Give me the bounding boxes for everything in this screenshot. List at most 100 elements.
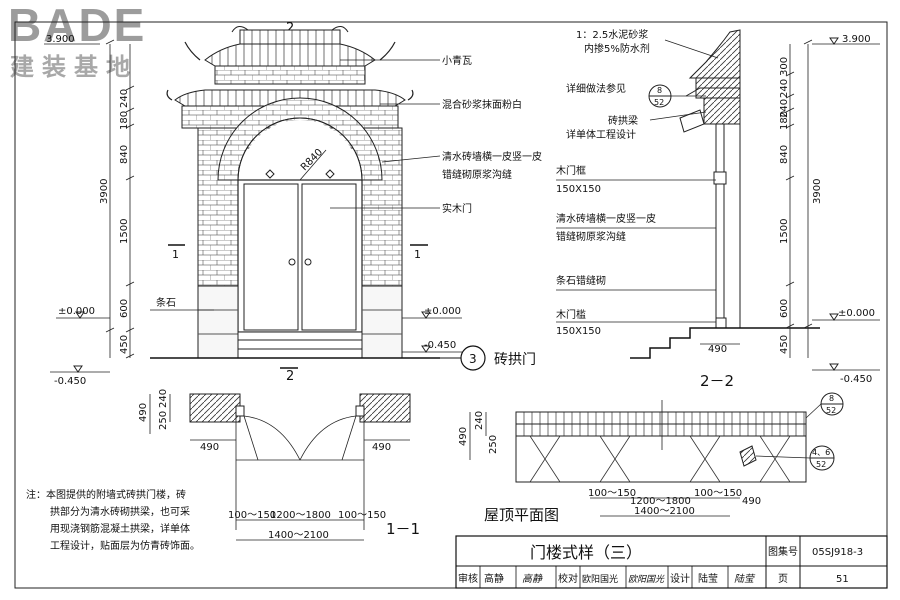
label-brick-wall-1: 清水砖墙横一皮竖一皮 <box>442 150 542 163</box>
dim-300-right: 300 <box>779 57 790 76</box>
atlas-label: 图集号 <box>768 545 798 558</box>
level-ground-left: -0.450 <box>54 376 86 387</box>
review-signature: 高静 <box>522 573 543 585</box>
label-mortar-1: 1：2.5水泥砂浆 <box>576 28 648 41</box>
page-label: 页 <box>778 573 788 585</box>
label-solid-door: 实木门 <box>442 202 472 215</box>
note-line-3: 用现浇钢筋混凝土拱梁，详单体 <box>50 522 190 535</box>
roof-dim-490: 490 <box>458 427 469 446</box>
section-line-right: 1 <box>414 248 421 261</box>
ref-s22-top: 8 <box>657 86 662 95</box>
label-door-frame-size: 150X150 <box>556 184 601 195</box>
design-signature: 陆莹 <box>734 573 756 585</box>
label-arch-beam: 砖拱梁 <box>608 114 638 127</box>
roof-dim-490r: 490 <box>742 496 761 507</box>
check-name: 欧阳国光 <box>582 573 618 585</box>
roof-ref2-bottom: 52 <box>816 460 826 469</box>
dim-840-right: 840 <box>779 145 790 164</box>
label-door-frame: 木门框 <box>556 164 586 177</box>
roof-dim-1200: 1200～1800 <box>630 496 691 507</box>
title-block: 门楼式样（三） 图集号 05SJ918-3 审核 高静 高静 校对 欧阳国光 欧… <box>455 535 888 589</box>
level-ground-s22: -0.450 <box>840 374 872 385</box>
detail-title: 砖拱门 <box>494 352 536 368</box>
plan-dim-100b: 100～150 <box>338 510 386 521</box>
label-plaster: 混合砂浆抹面粉白 <box>442 98 522 111</box>
plan-dim-100a: 100～150 <box>228 510 276 521</box>
label-brick-wall-2: 错缝砌原浆沟缝 <box>442 168 512 181</box>
roof-plan-title: 屋顶平面图 <box>484 506 559 524</box>
plan-dim-490: 490 <box>138 403 149 422</box>
dim-3900-left: 3900 <box>99 179 110 204</box>
section-2-2-drawing: 300 240 240 180 840 3900 1500 600 450 3.… <box>556 28 880 390</box>
dim-840-left: 840 <box>119 145 130 164</box>
page-number: 51 <box>836 574 849 585</box>
level-zero-s22: ±0.000 <box>838 308 875 319</box>
label-sill-size: 150X150 <box>556 326 601 337</box>
roof-plan-drawing: 490 240 250 8 52 4、6 52 100～150 1200～180… <box>458 392 844 524</box>
label-arch-beam-2: 详单体工程设计 <box>566 128 636 141</box>
label-s22-stone: 条石错缝砌 <box>556 274 606 287</box>
roof-dim-240: 240 <box>474 411 485 430</box>
dim-180-right: 180 <box>779 111 790 130</box>
roof-ref1-top: 8 <box>829 394 834 403</box>
section-line-left: 1 <box>172 248 179 261</box>
detail-number: 3 <box>469 352 477 366</box>
dim-240a-right: 240 <box>779 79 790 98</box>
label-sill: 木门槛 <box>556 308 586 321</box>
roof-dim-100b: 100～150 <box>694 488 742 499</box>
dim-450-left: 450 <box>119 335 130 354</box>
note-block: 注：本图提供的附墙式砖拱门楼，砖 拱部分为清水砖砌拱梁，也可采 用现浇钢筋混凝土… <box>26 488 200 552</box>
label-stone: 条石 <box>156 296 176 309</box>
dim-600-right: 600 <box>779 299 790 318</box>
label-see-detail: 详细做法参见 <box>566 82 626 95</box>
ref-s22-bottom: 52 <box>654 98 664 107</box>
dim-240b-right: 240 <box>779 99 790 118</box>
roof-dim-100a: 100～150 <box>588 488 636 499</box>
plan-dim-240: 240 <box>158 389 169 408</box>
roof-dim-1400: 1400～2100 <box>634 506 695 517</box>
design-name: 陆莹 <box>698 572 718 585</box>
level-top-s22: 3.900 <box>842 34 871 45</box>
level-top-left: 3.900 <box>46 34 75 45</box>
elevation-drawing: 2 2 R840 <box>44 21 542 387</box>
dim-450-right: 450 <box>779 335 790 354</box>
plan-1-1-title: 1－1 <box>386 520 420 538</box>
check-signature: 欧阳国光 <box>628 574 665 585</box>
label-mortar-2: 内掺5%防水剂 <box>584 42 650 55</box>
watermark-brand: BADE <box>8 0 147 51</box>
section-mark-bottom: 2 <box>286 369 294 384</box>
level-ground-right: -0.450 <box>424 340 456 351</box>
plan-width-490-right: 490 <box>372 442 391 453</box>
roof-ref1-bottom: 52 <box>826 406 836 415</box>
review-label: 审核 <box>458 572 478 585</box>
section-mark-top: 2 <box>286 21 294 36</box>
dim-240-left: 240 <box>119 89 130 108</box>
dim-600-left: 600 <box>119 299 130 318</box>
roof-ref2-top: 4、6 <box>812 448 830 457</box>
dim-3900-right: 3900 <box>812 179 823 204</box>
review-name: 高静 <box>484 572 504 585</box>
dim-490-s22: 490 <box>708 344 727 355</box>
note-line-2: 拱部分为清水砖砌拱梁，也可采 <box>50 505 190 518</box>
design-label: 设计 <box>670 572 690 585</box>
plan-dim-1200: 1200～1800 <box>270 510 331 521</box>
plan-dim-1400: 1400～2100 <box>268 530 329 541</box>
plan-width-490-left: 490 <box>200 442 219 453</box>
plan-dim-250: 250 <box>158 411 169 430</box>
label-s22-brick-1: 清水砖墙横一皮竖一皮 <box>556 212 656 225</box>
label-small-tile: 小青瓦 <box>442 54 472 67</box>
dim-1500-right: 1500 <box>779 219 790 244</box>
check-label: 校对 <box>558 572 578 585</box>
note-line-4: 工程设计，贴面层为仿青砖饰面。 <box>50 539 200 552</box>
level-zero-right: ±0.000 <box>424 306 461 317</box>
drawing-title: 门楼式样（三） <box>530 543 642 562</box>
sheet-border <box>14 21 888 589</box>
label-s22-brick-2: 错缝砌原浆沟缝 <box>556 230 626 243</box>
note-line-1: 注：本图提供的附墙式砖拱门楼，砖 <box>26 488 186 501</box>
plan-1-1-drawing: 490 240 250 490 490 100～150 1200～1800 10… <box>138 389 420 541</box>
roof-dim-250: 250 <box>488 435 499 454</box>
section-2-2-title: 2－2 <box>700 372 734 390</box>
dim-1500-left: 1500 <box>119 219 130 244</box>
dim-180-left: 180 <box>119 111 130 130</box>
